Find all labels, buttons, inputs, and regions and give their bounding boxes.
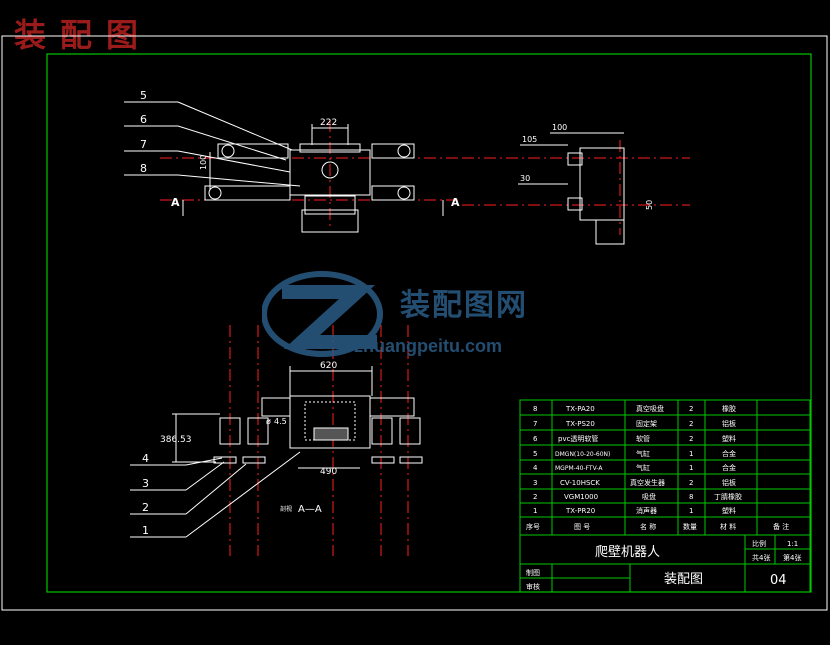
sheet-no: 第4张: [783, 553, 801, 562]
pl-qty-8: 2: [689, 405, 693, 413]
pl-no-8: 8: [533, 405, 537, 413]
sheets-total: 共4张: [752, 553, 770, 562]
dim-height-top: 100: [199, 155, 208, 170]
title-block: [519, 534, 811, 593]
pl-no-3: 3: [533, 479, 537, 487]
pl-name-4: 气缸: [636, 463, 650, 472]
pl-header-remark: 备 注: [773, 522, 789, 531]
pl-name-2: 吸盘: [642, 492, 656, 501]
dia-prefix: ø: [266, 417, 271, 426]
dim-490: 490: [320, 467, 337, 477]
pl-no-4: 4: [533, 464, 538, 472]
pl-mat-2: 丁腈橡胶: [714, 492, 742, 501]
pl-no-6: 6: [533, 435, 538, 443]
pl-mat-7: 铝板: [722, 419, 736, 428]
pl-name-3: 真空发生器: [630, 478, 665, 487]
top-view: 222 100 A A 5 6 7 8: [124, 89, 460, 233]
pl-qty-7: 2: [689, 420, 693, 428]
pl-header-material: 材 料: [720, 522, 736, 531]
parts-list-text: 8 TX-PA20 真空吸盘 2 橡胶 7 TX-PS20 固定架 2 铝板 6…: [526, 404, 789, 531]
pl-name-7: 固定架: [636, 419, 657, 428]
section-mark-right: A: [451, 196, 460, 209]
leader-1: 1: [142, 524, 149, 537]
pl-code-2: VGM1000: [564, 493, 598, 501]
scale-label: 比例: [752, 539, 766, 548]
dim-620: 620: [320, 361, 337, 371]
pl-header-no: 序号: [526, 522, 540, 531]
scale-value: 1:1: [787, 540, 798, 548]
pl-code-4: MGPM-40-FTV-A: [555, 465, 603, 472]
leader-2: 2: [142, 501, 149, 514]
pl-mat-8: 橡胶: [722, 404, 736, 413]
leader-7: 7: [140, 138, 147, 151]
pl-header-name: 名 称: [640, 522, 656, 531]
pl-code-1: TX-PR20: [565, 507, 595, 515]
watermark-logo-icon: [262, 271, 383, 357]
checked-label: 审核: [526, 582, 540, 591]
leader-8: 8: [140, 162, 147, 175]
pl-mat-1: 塑料: [722, 506, 736, 515]
pl-mat-3: 铝板: [722, 478, 736, 487]
section-prefix: 剖视: [280, 505, 292, 513]
title-block-text: 爬壁机器人 比例 1:1 共4张 第4张 装配图 04 制图 审核: [526, 539, 801, 591]
pl-header-qty: 数量: [683, 522, 697, 531]
leader-3: 3: [142, 477, 149, 490]
pl-code-5: DMGN(10-20-60N): [555, 451, 610, 458]
pl-code-3: CV-10HSCK: [560, 479, 600, 487]
pl-qty-3: 2: [689, 479, 693, 487]
brand-title: 装配图: [14, 16, 153, 54]
front-view: 620 490 386.53 ø 4.5 4 3 2 1 剖视 A—A: [130, 325, 423, 556]
section-label: A—A: [298, 504, 322, 515]
dim-386: 386.53: [160, 435, 192, 445]
watermark-url: zhuangpeitu.com: [354, 336, 502, 356]
section-mark-left: A: [171, 196, 180, 209]
dim-side-105: 105: [522, 135, 537, 144]
pl-no-2: 2: [533, 493, 537, 501]
drawing-border: [46, 53, 812, 593]
dim-side-100: 100: [552, 123, 567, 132]
dim-width-top: 222: [320, 118, 337, 128]
pl-header-code: 图 号: [574, 523, 590, 531]
leader-4: 4: [142, 452, 149, 465]
drawn-label: 制图: [526, 568, 540, 577]
pl-no-7: 7: [533, 420, 537, 428]
leader-5: 5: [140, 89, 147, 102]
pl-mat-4: 合金: [722, 463, 736, 472]
pl-qty-6: 2: [689, 435, 693, 443]
watermark-title: 装配图网: [400, 288, 528, 323]
side-view: 100 105 30 50: [462, 123, 690, 245]
pl-name-6: 软管: [636, 434, 650, 443]
pl-no-1: 1: [533, 507, 537, 515]
pl-name-8: 真空吸盘: [636, 404, 664, 413]
pl-qty-5: 1: [689, 450, 693, 458]
pl-qty-1: 1: [689, 507, 693, 515]
drawing-title: 装配图: [664, 572, 703, 587]
product-name: 爬壁机器人: [595, 545, 660, 560]
pl-code-8: TX-PA20: [565, 405, 595, 413]
pl-code-6: pvc透明软管: [558, 434, 598, 443]
pl-qty-2: 8: [689, 493, 693, 501]
pl-mat-5: 合金: [722, 449, 736, 458]
pl-mat-6: 塑料: [722, 434, 736, 443]
drawing-no: 04: [770, 573, 787, 588]
pl-qty-4: 1: [689, 464, 693, 472]
watermark: 装配图网 zhuangpeitu.com: [262, 262, 562, 362]
outer-frame: [1, 35, 828, 611]
pl-name-1: 消声器: [636, 506, 657, 515]
leader-6: 6: [140, 113, 147, 126]
pl-no-5: 5: [533, 450, 537, 458]
pl-name-5: 气缸: [636, 449, 650, 458]
pl-code-7: TX-PS20: [565, 420, 595, 428]
dim-side-30: 30: [520, 174, 530, 183]
dim-side-50: 50: [645, 200, 654, 210]
dim-4-5: 4.5: [274, 417, 287, 426]
